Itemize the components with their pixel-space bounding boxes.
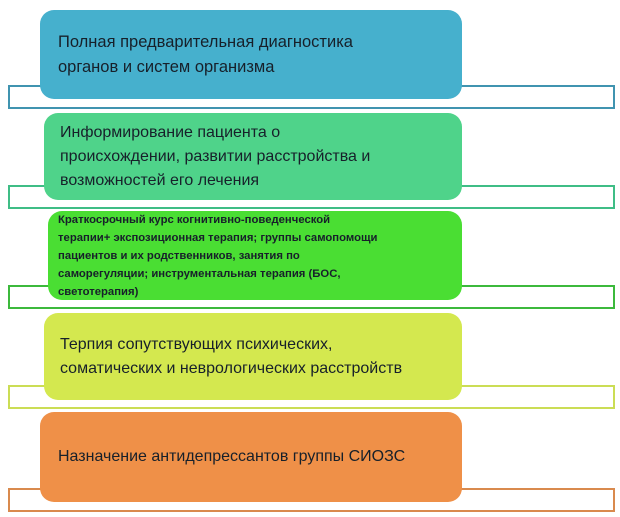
step-4-label: Терпия сопутствующих психических, сомати… xyxy=(60,335,403,377)
process-step-1: Полная предварительная диагностика орган… xyxy=(0,0,620,110)
step-2-card[interactable]: Информирование пациента о происхождении,… xyxy=(44,113,462,200)
process-step-4: Терпия сопутствующих психических, сомати… xyxy=(0,305,620,410)
process-step-2: Информирование пациента о происхождении,… xyxy=(0,105,620,210)
process-step-5: Назначение антидепрессантов группы СИОЗС xyxy=(0,404,620,517)
step-1-card[interactable]: Полная предварительная диагностика орган… xyxy=(40,10,462,99)
step-3-label: Краткосрочный курс когнитивно-поведенчес… xyxy=(58,213,378,298)
step-4-card[interactable]: Терпия сопутствующих психических, сомати… xyxy=(44,313,462,400)
step-2-label: Информирование пациента о происхождении,… xyxy=(60,123,371,189)
step-1-label: Полная предварительная диагностика орган… xyxy=(58,32,353,76)
process-step-3: Краткосрочный курс когнитивно-поведенчес… xyxy=(0,205,620,310)
step-5-card[interactable]: Назначение антидепрессантов группы СИОЗС xyxy=(40,412,462,502)
step-5-label: Назначение антидепрессантов группы СИОЗС xyxy=(58,448,406,465)
step-3-card[interactable]: Краткосрочный курс когнитивно-поведенчес… xyxy=(48,211,462,300)
